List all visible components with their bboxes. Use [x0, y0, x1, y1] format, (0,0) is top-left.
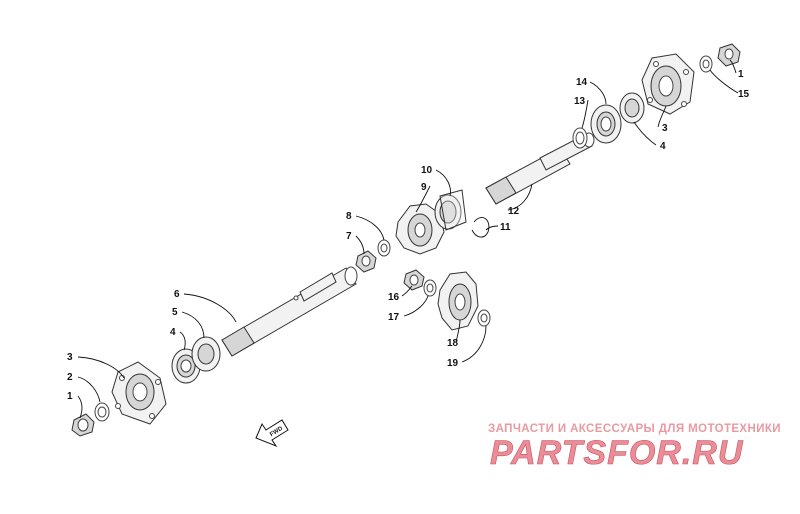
flange-housing-right — [641, 53, 695, 115]
callout-4-right: 4 — [660, 141, 666, 152]
washer-ring-gear-front — [423, 279, 437, 297]
flange-housing-left — [111, 361, 167, 425]
oil-seal-right — [699, 55, 713, 73]
callout-17: 17 — [388, 312, 400, 323]
callout-1-left: 1 — [67, 391, 73, 402]
snap-ring — [471, 217, 490, 238]
bearing-right — [590, 104, 622, 144]
callout-15: 15 — [738, 89, 750, 100]
watermark-caption: ЗАПЧАСТИ И АКСЕССУАРЫ ДЛЯ МОТОТЕХНИКИ — [488, 423, 781, 435]
watermark-logo: PARTSFOR.RU — [490, 434, 744, 472]
callout-11: 11 — [500, 222, 511, 233]
callout-10: 10 — [421, 165, 433, 176]
callout-7: 7 — [346, 231, 352, 242]
callout-6: 6 — [174, 289, 180, 300]
callout-8: 8 — [346, 211, 352, 222]
callout-2: 2 — [67, 372, 73, 383]
output-shaft-front — [221, 266, 358, 357]
bevel-gear-pinion — [395, 203, 445, 255]
callout-4-left: 4 — [170, 327, 176, 338]
oil-seal-right-inner — [572, 127, 588, 149]
oil-seal-left — [94, 402, 110, 422]
nut-right — [717, 43, 741, 67]
callout-3-right: 3 — [662, 123, 668, 134]
callout-1-right: 1 — [738, 69, 744, 80]
bearing-race-left — [191, 336, 221, 372]
watermark: ЗАПЧАСТИ И АКСЕССУАРЫ ДЛЯ МОТОТЕХНИКИ PA… — [488, 423, 781, 472]
washer-ring-gear-rear — [477, 309, 491, 327]
nut-left — [71, 413, 95, 437]
callout-3-left: 3 — [67, 352, 73, 363]
callout-18: 18 — [447, 338, 459, 349]
callout-5: 5 — [172, 307, 178, 318]
nut-ring-gear — [403, 269, 425, 291]
callout-12: 12 — [508, 206, 520, 217]
washer-pinion — [377, 239, 391, 257]
nut-pinion — [355, 250, 377, 273]
fwd-direction-arrow: FWD — [255, 419, 289, 448]
callout-labels: 1 2 3 4 5 6 7 8 9 10 11 12 13 14 3 4 1 1… — [67, 69, 750, 402]
leader-lines — [77, 59, 739, 419]
bearing-race-right — [619, 92, 645, 124]
callout-16: 16 — [388, 292, 400, 303]
needle-bearing — [434, 189, 467, 231]
callout-19: 19 — [447, 358, 459, 369]
callout-9: 9 — [421, 182, 427, 193]
callout-13: 13 — [574, 96, 586, 107]
bevel-ring-gear — [437, 271, 479, 331]
callout-14: 14 — [576, 77, 588, 88]
